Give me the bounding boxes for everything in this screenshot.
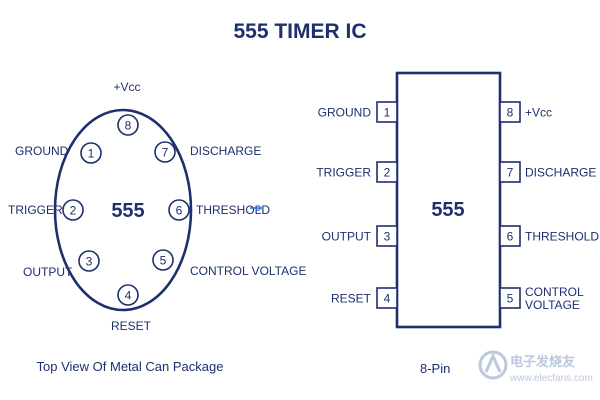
dip-pin-1: 1 GROUND	[318, 101, 398, 123]
watermark-logo-icon	[478, 350, 508, 380]
can-pin-circle	[152, 249, 174, 271]
dip-pin-label: DISCHARGE	[525, 166, 596, 180]
can-center-label: 555	[111, 200, 144, 222]
dip-pin-number: 6	[507, 230, 514, 244]
dip-pin-label: RESET	[331, 292, 372, 306]
can-pin-label: OUTPUT	[23, 265, 73, 279]
dip-package: 555 1 GROUND 2 TRIGGER 3 OUTPUT 4 RESET 5 CONTROL…	[316, 71, 599, 376]
dip-pin-label: GROUND	[318, 106, 372, 120]
can-pin-circle	[80, 142, 102, 164]
can-pin-7: 7 DISCHARGE	[154, 141, 261, 163]
dip-pin-box	[376, 161, 398, 183]
can-pin-number: 7	[162, 146, 169, 160]
dip-pin-box	[499, 287, 521, 309]
dip-pin-box	[499, 101, 521, 123]
can-pin-label: +Vcc	[113, 80, 140, 94]
can-pin-label: TRIGGER	[8, 203, 63, 217]
dip-pin-6: 6 THRESHOLD	[499, 225, 599, 247]
dip-pin-box	[376, 225, 398, 247]
dip-pin-box	[376, 287, 398, 309]
can-pin-number: 8	[125, 119, 132, 133]
can-pin-label: RESET	[111, 319, 152, 333]
dip-pin-2: 2 TRIGGER	[316, 161, 398, 183]
dip-pin-box	[499, 225, 521, 247]
dip-pins: 1 GROUND 2 TRIGGER 3 OUTPUT 4 RESET 5 CONTROLVOLT…	[316, 101, 599, 312]
can-pin-circle	[62, 199, 84, 221]
diagram-title: 555 TIMER IC	[233, 20, 366, 43]
can-pin-number: 6	[176, 204, 183, 218]
can-pin-label: THRESHOLD	[196, 203, 270, 217]
dip-pin-number: 5	[507, 292, 514, 306]
can-pin-circle	[78, 250, 100, 272]
dip-pin-label-line: VOLTAGE	[525, 298, 580, 312]
dip-caption: 8-Pin	[420, 361, 450, 376]
dip-body	[395, 71, 502, 329]
can-pin-2: 2 TRIGGER	[8, 199, 84, 221]
threshold-marker	[250, 205, 262, 211]
dip-pin-label: OUTPUT	[322, 230, 372, 244]
dip-pin-number: 7	[507, 166, 514, 180]
dip-pin-box	[376, 101, 398, 123]
can-pin-circle	[117, 284, 139, 306]
dip-pin-label-line: CONTROL	[525, 285, 584, 299]
can-pin-8: 8 +Vcc	[113, 80, 141, 136]
can-pin-number: 1	[88, 147, 95, 161]
can-pin-number: 3	[86, 255, 93, 269]
dip-pin-label: TRIGGER	[316, 166, 371, 180]
dip-pin-box	[499, 161, 521, 183]
can-pin-number: 4	[125, 289, 132, 303]
can-pin-1: 1 GROUND	[15, 142, 102, 164]
dip-pin-number: 1	[384, 106, 391, 120]
dip-pin-4: 4 RESET	[331, 287, 398, 309]
dip-pin-label: +Vcc	[525, 106, 552, 120]
can-pin-number: 5	[160, 254, 167, 268]
dip-pin-3: 3 OUTPUT	[322, 225, 398, 247]
dip-pin-label: THRESHOLD	[525, 230, 599, 244]
dip-pin-8: 8 +Vcc	[499, 101, 552, 123]
watermark-text-url: www.elecfans.com	[509, 373, 593, 384]
dip-center-label: 555	[431, 199, 464, 221]
dip-pin-number: 4	[384, 292, 391, 306]
can-pin-circle	[168, 199, 190, 221]
can-pin-circle	[154, 141, 176, 163]
can-outline	[53, 108, 193, 312]
metal-can-package: 555 1GROUND2TRIGGER3OUTPUT4RESET5CONTROL…	[8, 80, 306, 374]
can-pin-label: DISCHARGE	[190, 144, 261, 158]
can-pin-label: GROUND	[15, 144, 69, 158]
can-pin-number: 2	[70, 204, 77, 218]
dip-pin-number: 3	[384, 230, 391, 244]
can-caption: Top View Of Metal Can Package	[37, 359, 224, 374]
can-pin-6: 6 THRESHOLD	[168, 199, 270, 221]
watermark: 电子发烧友 www.elecfans.com	[478, 350, 593, 384]
can-pin-circle	[117, 114, 139, 136]
watermark-text-cn: 电子发烧友	[510, 354, 575, 369]
dip-pin-number: 2	[384, 166, 391, 180]
dip-pin-7: 7 DISCHARGE	[499, 161, 596, 183]
can-pin-label: CONTROL VOLTAGE	[190, 264, 306, 278]
dip-pin-number: 8	[507, 106, 514, 120]
